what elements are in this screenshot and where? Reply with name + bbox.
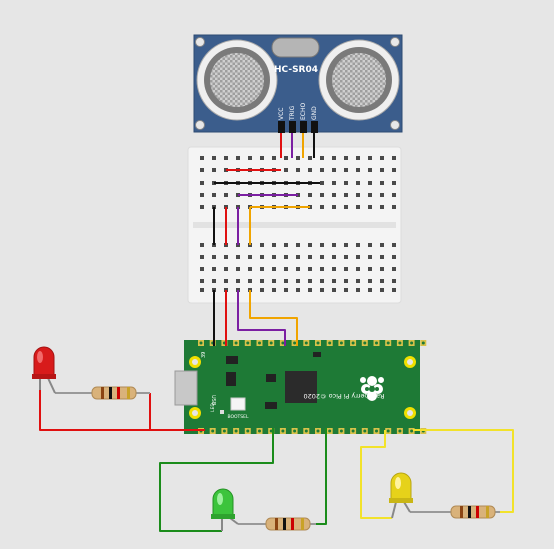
red-led[interactable]: [32, 346, 56, 394]
green-led[interactable]: [211, 488, 239, 531]
pin-label-trig: TRIG: [289, 105, 296, 121]
led-label: LED: [210, 403, 216, 412]
sensor-model-label: HC-SR04: [274, 65, 318, 75]
raspberry-logo-icon: [360, 376, 384, 401]
usb-label: USB: [210, 395, 216, 406]
wire-yellow-1[interactable]: [360, 430, 392, 519]
breadboard[interactable]: [187, 146, 402, 304]
transducer-left: [196, 39, 278, 121]
resistor-yellow-led[interactable]: [410, 505, 500, 519]
resistor-green-led[interactable]: [238, 517, 316, 531]
wire-yellow-2[interactable]: [413, 429, 514, 513]
bootsel-label: BOOTSEL: [227, 414, 249, 420]
yellow-led[interactable]: [389, 472, 413, 519]
pin-number-label: 39: [201, 352, 207, 358]
wire-echo-pico[interactable]: [249, 290, 298, 346]
pico-pin-headers: [198, 340, 427, 434]
pico-board[interactable]: USB BOOTSEL LED 39 Raspberry Pi Pico ©20…: [174, 340, 427, 434]
resistor-red-led[interactable]: [55, 386, 150, 400]
pin-label-vcc: VCC: [278, 108, 285, 120]
wire-green-1[interactable]: [159, 428, 274, 532]
bootsel-button[interactable]: [230, 397, 246, 411]
mounting-holes: [189, 356, 416, 419]
usb-connector: [174, 370, 198, 406]
wire-trig-pico[interactable]: [237, 290, 286, 346]
wire-green-2[interactable]: [316, 428, 327, 525]
ultrasonic-sensor[interactable]: HC-SR04 VCC TRIG ECHO GND: [193, 34, 403, 133]
board-name-label: Raspberry Pi Pico ©2020: [303, 392, 384, 400]
rp2040-chip: [285, 371, 317, 403]
pin-label-gnd: GND: [311, 106, 318, 120]
transducer-right: [318, 39, 400, 121]
pin-label-echo: ECHO: [300, 103, 307, 120]
